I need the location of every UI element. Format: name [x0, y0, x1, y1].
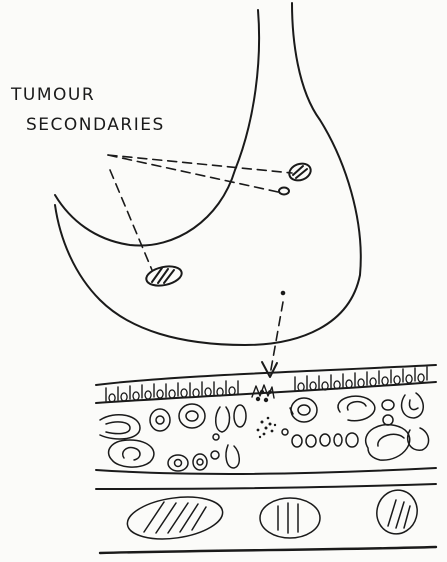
label-tumour: TUMOUR [11, 87, 95, 104]
tumour-deposit-small [279, 188, 289, 195]
infiltrating-tumour-cells [257, 417, 277, 438]
wall-section [96, 365, 436, 553]
label-secondaries: SECONDARIES [26, 117, 165, 134]
section-arrow [262, 292, 284, 377]
gland-cells [100, 393, 429, 471]
stomach-outline [55, 3, 361, 345]
tumour-deposit-upper [287, 161, 313, 184]
pointer-lines [108, 155, 292, 270]
muscle-bundles [125, 486, 422, 545]
